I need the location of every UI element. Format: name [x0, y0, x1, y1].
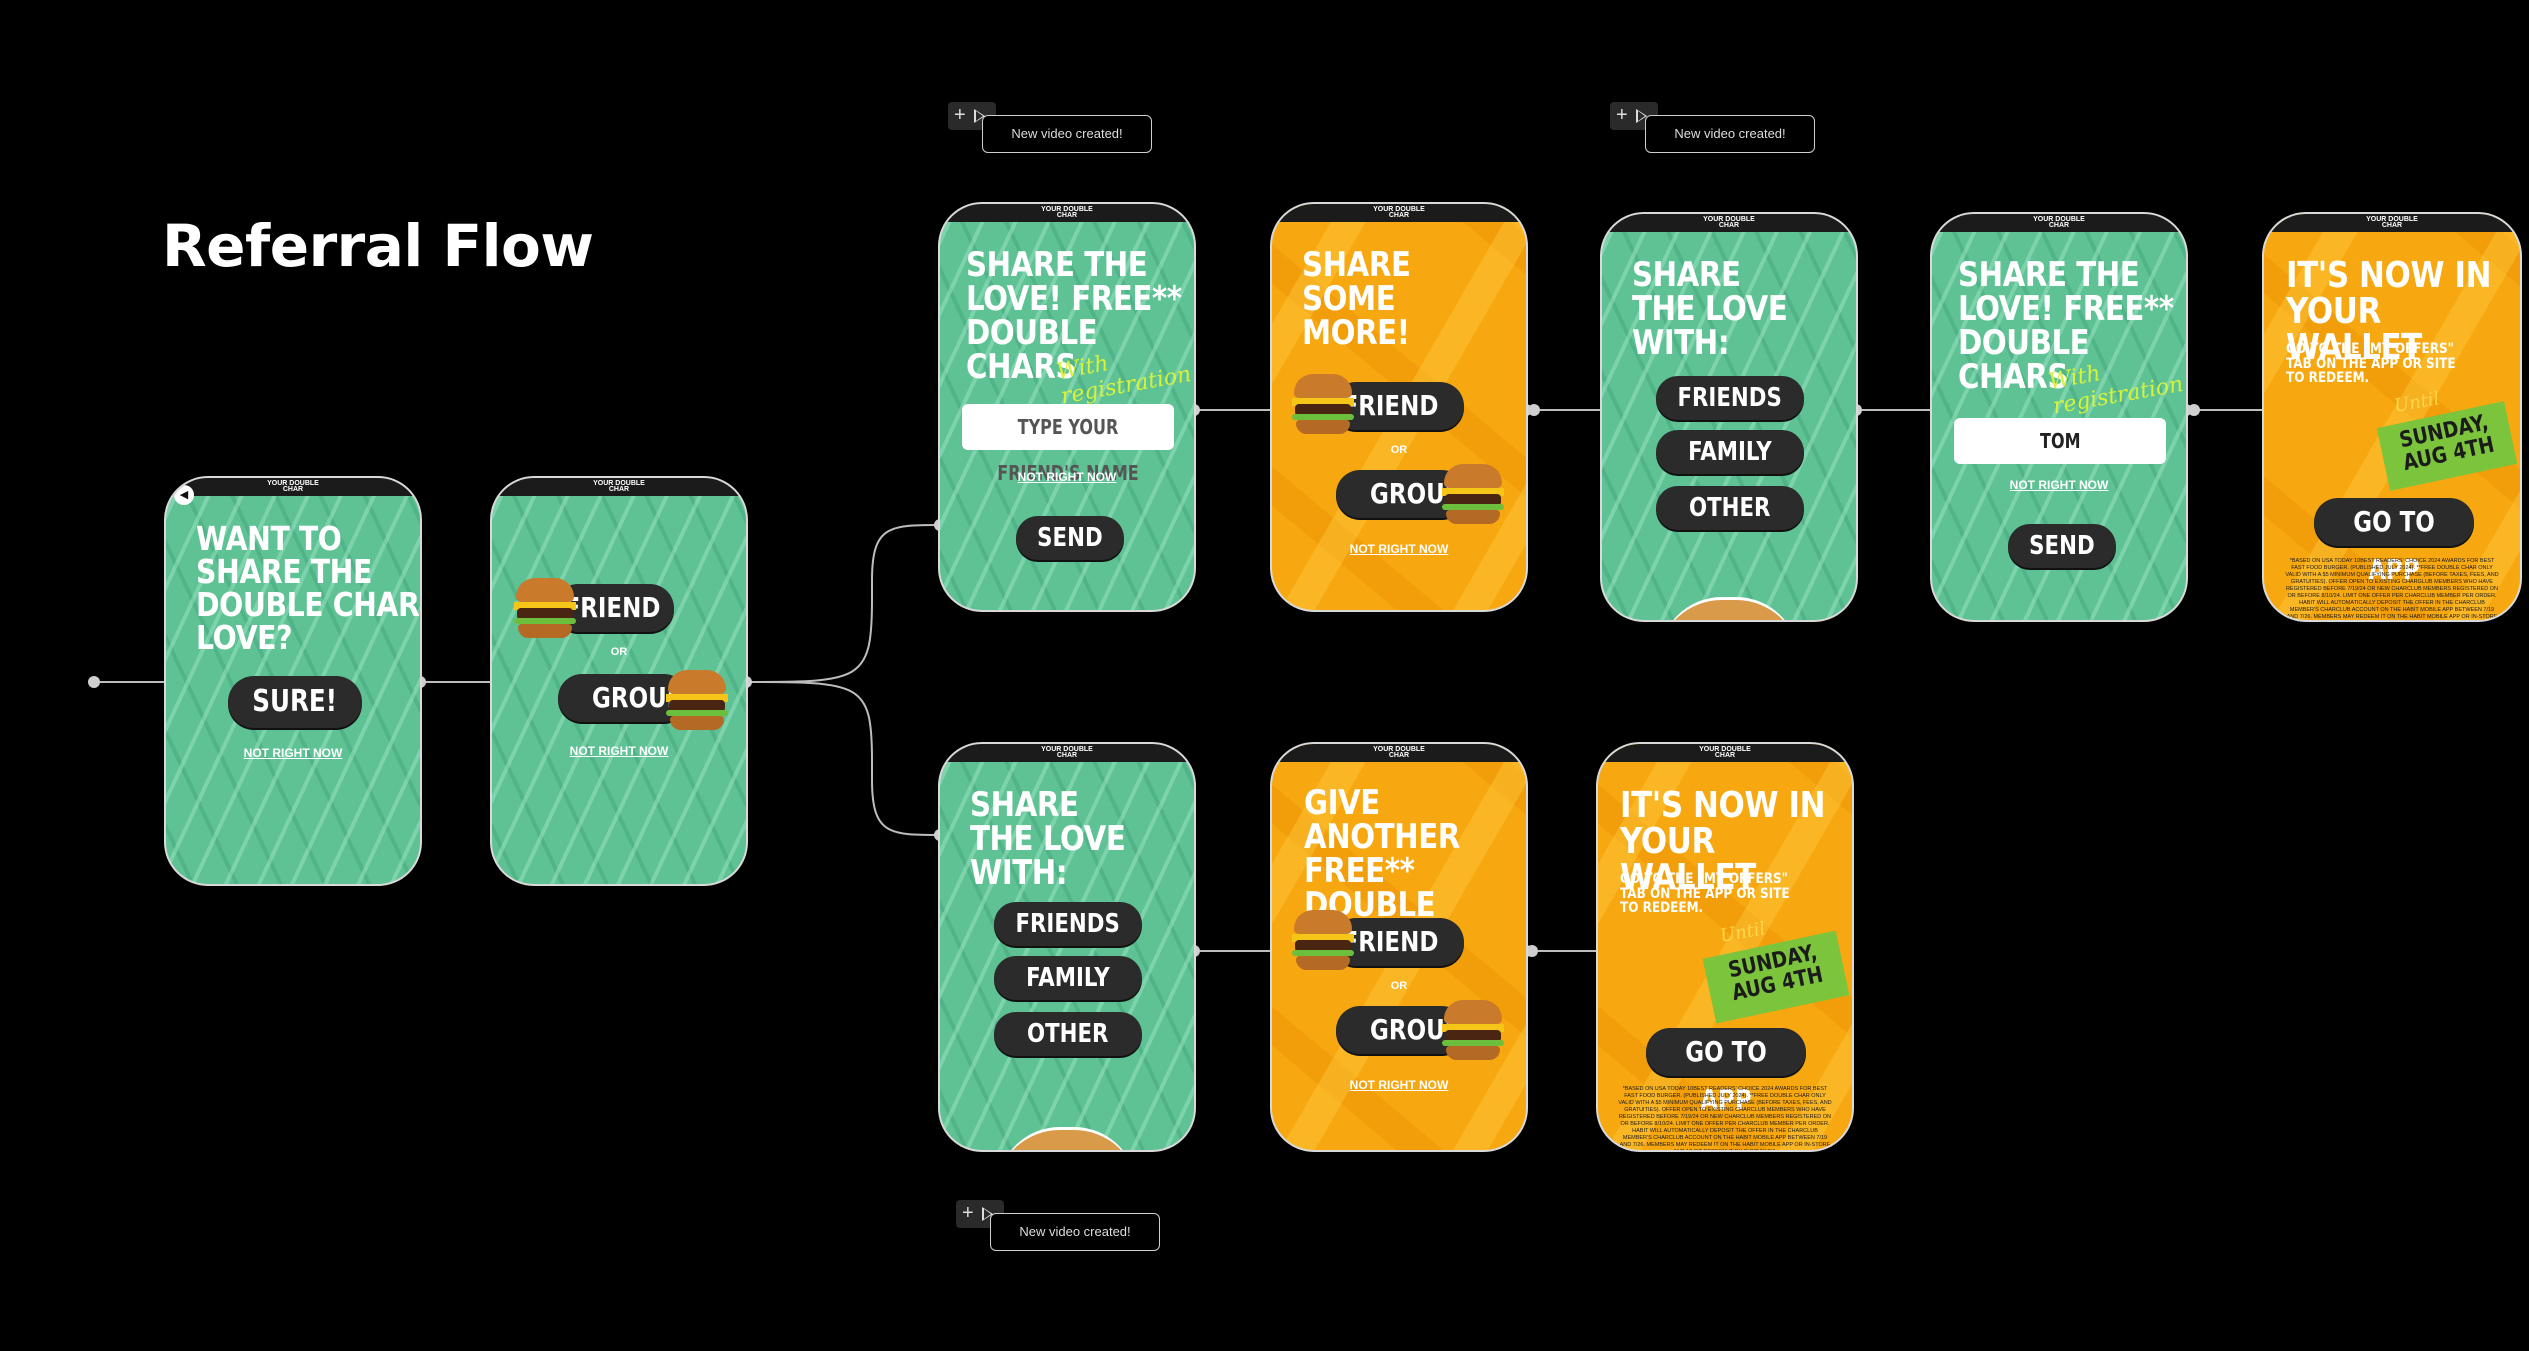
- friend-button[interactable]: FRIEND: [1332, 382, 1464, 430]
- status-bar: YOUR DOUBLE CHAR: [1932, 214, 2186, 232]
- send-button[interactable]: SEND: [2008, 524, 2116, 568]
- status-center: YOUR DOUBLE CHAR: [1373, 746, 1425, 759]
- screen-heading: IT'S NOW IN YOUR WALLET: [1620, 785, 1826, 898]
- burger-image: [997, 1127, 1137, 1150]
- connector-s2-branch-top: [745, 524, 941, 683]
- redeem-instructions: GO TO THE "MY OFFERS" TAB ON THE APP OR …: [1620, 871, 1790, 917]
- status-bar: YOUR DOUBLE CHAR: [1272, 204, 1526, 222]
- plus-icon[interactable]: +: [1616, 104, 1628, 126]
- family-button[interactable]: FAMILY: [994, 956, 1142, 1000]
- status-bar: YOUR DOUBLE CHAR: [166, 478, 420, 496]
- screen-choose-friend-group[interactable]: YOUR DOUBLE CHAR FRIEND OR GROUP NOT RIG…: [490, 476, 748, 886]
- status-bar: YOUR DOUBLE CHAR: [1598, 744, 1852, 762]
- go-to-app-button[interactable]: GO TO APP: [1646, 1028, 1806, 1116]
- screen-heading: WANT TO SHARE THE DOUBLE CHAR LOVE?: [196, 519, 420, 657]
- status-center: YOUR DOUBLE CHAR: [1703, 216, 1755, 229]
- other-button[interactable]: OTHER: [994, 1012, 1142, 1056]
- not-right-now-link[interactable]: NOT RIGHT NOW: [569, 744, 669, 758]
- until-label: Until: [1718, 918, 1767, 947]
- status-bar: YOUR DOUBLE CHAR: [1602, 214, 1856, 232]
- status-bar: YOUR DOUBLE CHAR: [492, 478, 746, 496]
- mute-icon[interactable]: ◀: [174, 485, 194, 505]
- status-center: YOUR DOUBLE CHAR: [1041, 206, 1093, 219]
- screen-heading: GIVE ANOTHER FREE** DOUBLE CHAR!: [1304, 783, 1460, 956]
- not-right-now-link[interactable]: NOT RIGHT NOW: [1349, 542, 1449, 556]
- status-center: YOUR DOUBLE CHAR: [2366, 216, 2418, 229]
- play-icon[interactable]: [1636, 109, 1647, 123]
- screen-heading: SHARE SOME MORE!: [1302, 245, 1411, 353]
- burger-image: [1442, 464, 1504, 526]
- screen-friend-name-filled[interactable]: YOUR DOUBLE CHAR SHARE THE LOVE! FREE** …: [1930, 212, 2188, 622]
- not-right-now-link[interactable]: NOT RIGHT NOW: [1017, 470, 1117, 484]
- not-right-now-link[interactable]: NOT RIGHT NOW: [2009, 478, 2109, 492]
- burger-image: [1292, 374, 1354, 436]
- burger-image: [1659, 597, 1799, 620]
- page-title: Referral Flow: [162, 212, 594, 280]
- or-label: OR: [610, 646, 628, 658]
- friend-button[interactable]: FRIEND: [1332, 918, 1464, 966]
- screen-heading: IT'S NOW IN YOUR WALLET: [2286, 255, 2492, 368]
- status-center: YOUR DOUBLE CHAR: [1373, 206, 1425, 219]
- connector-node[interactable]: [1528, 404, 1540, 416]
- status-bar: YOUR DOUBLE CHAR: [940, 204, 1194, 222]
- screen-share-with-top[interactable]: YOUR DOUBLE CHAR SHARE THE LOVE WITH: FR…: [1600, 212, 1858, 622]
- connector-node[interactable]: [2188, 404, 2200, 416]
- screen-share-prompt[interactable]: YOUR DOUBLE CHAR ◀ WANT TO SHARE THE DOU…: [164, 476, 422, 886]
- burger-image: [666, 670, 728, 732]
- status-center: YOUR DOUBLE CHAR: [593, 480, 645, 493]
- send-button[interactable]: SEND: [1016, 516, 1124, 560]
- screen-wallet-bottom[interactable]: YOUR DOUBLE CHAR IT'S NOW IN YOUR WALLET…: [1596, 742, 1854, 1152]
- new-video-toast: New video created!: [990, 1213, 1160, 1251]
- burger-image: [514, 578, 576, 640]
- connector-node[interactable]: [88, 676, 100, 688]
- screen-friend-name-entry[interactable]: YOUR DOUBLE CHAR SHARE THE LOVE! FREE** …: [938, 202, 1196, 612]
- friend-name-input[interactable]: TYPE YOUR FRIEND'S NAME: [962, 404, 1174, 485]
- screen-share-with-bottom[interactable]: YOUR DOUBLE CHAR SHARE THE LOVE WITH: FR…: [938, 742, 1196, 1152]
- new-video-toast: New video created!: [1645, 115, 1815, 153]
- connector-s2-branch-bottom: [745, 681, 941, 836]
- family-button[interactable]: FAMILY: [1656, 430, 1804, 474]
- friends-button[interactable]: FRIENDS: [994, 902, 1142, 946]
- plus-icon[interactable]: +: [954, 104, 966, 126]
- status-center: YOUR DOUBLE CHAR: [267, 480, 319, 493]
- status-center: YOUR DOUBLE CHAR: [2033, 216, 2085, 229]
- status-bar: YOUR DOUBLE CHAR: [1272, 744, 1526, 762]
- status-bar: YOUR DOUBLE CHAR: [2264, 214, 2520, 232]
- not-right-now-link[interactable]: NOT RIGHT NOW: [1349, 1078, 1449, 1092]
- fine-print: *BASED ON USA TODAY 10BEST READERS' CHOI…: [1618, 1086, 1832, 1152]
- screen-heading: SHARE THE LOVE! FREE** DOUBLE CHARS: [1958, 255, 2174, 397]
- screen-heading: SHARE THE LOVE WITH:: [970, 785, 1126, 893]
- other-button[interactable]: OTHER: [1656, 486, 1804, 530]
- not-right-now-link[interactable]: NOT RIGHT NOW: [243, 746, 343, 760]
- status-center: YOUR DOUBLE CHAR: [1041, 746, 1093, 759]
- burger-image: [1442, 1000, 1504, 1062]
- status-bar: YOUR DOUBLE CHAR: [940, 744, 1194, 762]
- screen-give-another[interactable]: YOUR DOUBLE CHAR GIVE ANOTHER FREE** DOU…: [1270, 742, 1528, 1152]
- or-label: OR: [1390, 980, 1408, 992]
- go-to-app-button[interactable]: GO TO APP: [2314, 498, 2474, 586]
- screen-wallet-top[interactable]: YOUR DOUBLE CHAR IT'S NOW IN YOUR WALLET…: [2262, 212, 2522, 622]
- redeem-instructions: GO TO THE "MY OFFERS" TAB ON THE APP OR …: [2286, 341, 2456, 387]
- friend-name-input[interactable]: TOM: [1954, 418, 2166, 464]
- connector-node[interactable]: [1526, 945, 1538, 957]
- play-icon[interactable]: [974, 109, 985, 123]
- screen-share-some-more[interactable]: YOUR DOUBLE CHAR SHARE SOME MORE! FRIEND…: [1270, 202, 1528, 612]
- screen-heading: SHARE THE LOVE WITH:: [1632, 255, 1788, 363]
- status-center: YOUR DOUBLE CHAR: [1699, 746, 1751, 759]
- sure-button[interactable]: SURE!: [228, 676, 362, 728]
- new-video-toast: New video created!: [982, 115, 1152, 153]
- fine-print: *BASED ON USA TODAY 10BEST READERS' CHOI…: [2285, 558, 2499, 620]
- screen-heading: SHARE THE LOVE! FREE** DOUBLE CHARS: [966, 245, 1182, 387]
- play-icon[interactable]: [982, 1207, 993, 1221]
- burger-image: [1292, 910, 1354, 972]
- until-label: Until: [2392, 388, 2441, 417]
- friends-button[interactable]: FRIENDS: [1656, 376, 1804, 420]
- or-label: OR: [1390, 444, 1408, 456]
- plus-icon[interactable]: +: [962, 1202, 974, 1224]
